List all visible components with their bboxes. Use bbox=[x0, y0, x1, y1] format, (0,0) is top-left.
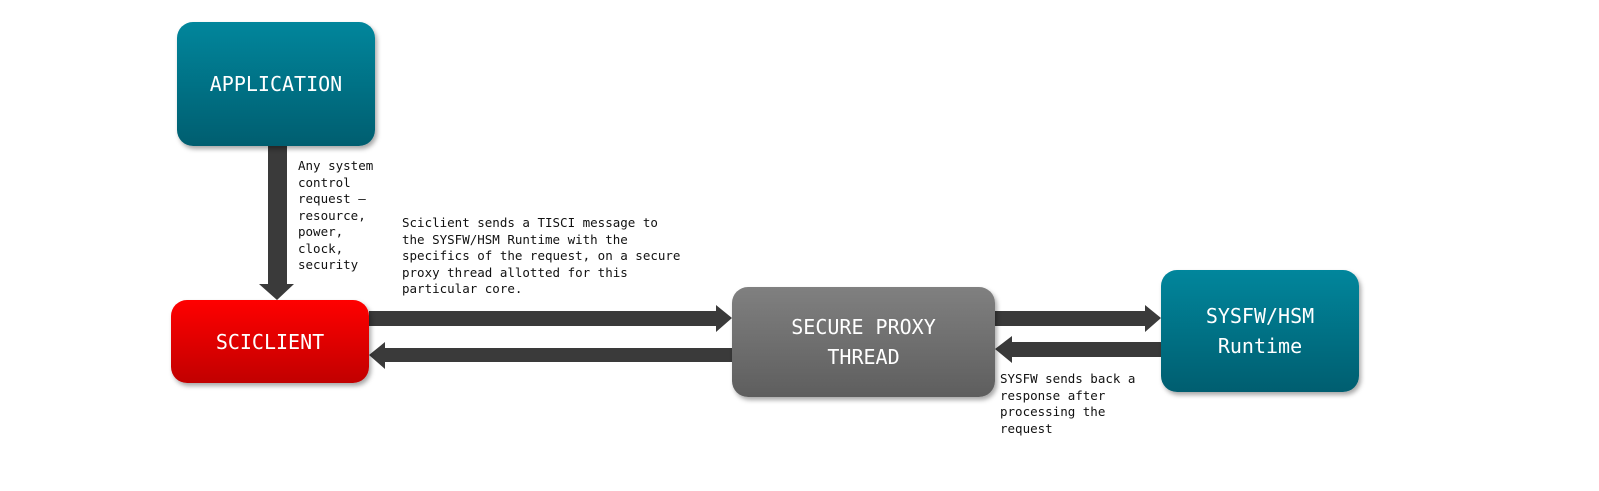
sysfw-label: SYSFW/HSM Runtime bbox=[1205, 304, 1315, 358]
application-node: APPLICATION bbox=[177, 22, 375, 146]
sciclient-node: SCICLIENT bbox=[171, 300, 369, 383]
application-label: APPLICATION bbox=[209, 72, 343, 96]
request-note: Any system control request – resource, p… bbox=[298, 158, 374, 272]
response-note: SYSFW sends back a response after proces… bbox=[1000, 371, 1136, 436]
tisci-message-note: Sciclient sends a TISCI message to the S… bbox=[402, 215, 681, 296]
arrow-sciclient-to-proxy bbox=[369, 305, 732, 332]
sysfw-hsm-runtime-node: SYSFW/HSM Runtime bbox=[1161, 270, 1359, 392]
secure-proxy-label: SECURE PROXY THREAD bbox=[791, 315, 936, 369]
arrow-proxy-to-sciclient bbox=[369, 342, 732, 369]
secure-proxy-thread-node: SECURE PROXY THREAD bbox=[732, 287, 995, 397]
arrow-proxy-to-sysfw bbox=[995, 305, 1161, 332]
arrow-application-to-sciclient bbox=[259, 146, 294, 300]
arrow-sysfw-to-proxy bbox=[995, 336, 1161, 363]
sciclient-label: SCICLIENT bbox=[215, 329, 325, 354]
